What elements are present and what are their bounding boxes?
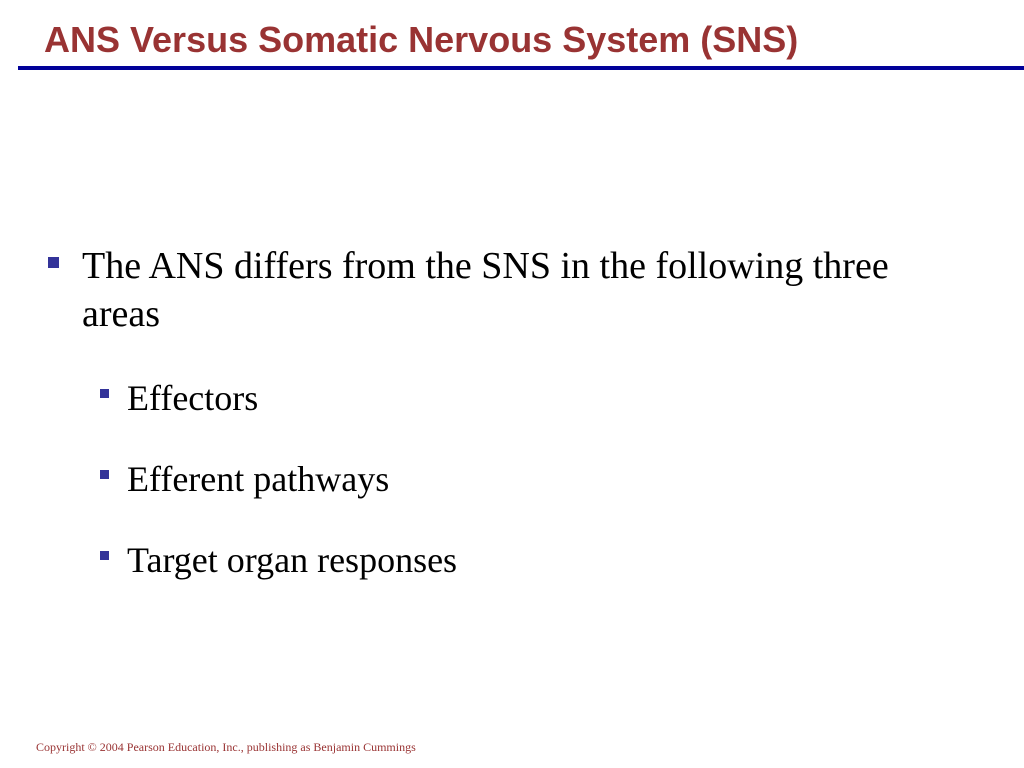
sub-bullet-text: Efferent pathways <box>127 459 390 499</box>
sub-bullet-text: Target organ responses <box>127 540 458 580</box>
square-bullet-icon <box>48 257 59 268</box>
square-bullet-icon <box>100 470 109 479</box>
sub-bullet-item: Target organ responses <box>100 538 458 582</box>
copyright-footer: Copyright © 2004 Pearson Education, Inc.… <box>36 740 416 754</box>
square-bullet-icon <box>100 389 109 398</box>
title-underline-rule <box>18 66 1024 70</box>
bullet-item: The ANS differs from the SNS in the foll… <box>48 242 942 338</box>
square-bullet-icon <box>100 551 109 560</box>
sub-bullet-item: Effectors <box>100 376 259 420</box>
sub-bullet-item: Efferent pathways <box>100 457 390 501</box>
sub-bullet-text: Effectors <box>127 378 259 418</box>
slide-title: ANS Versus Somatic Nervous System (SNS) <box>44 19 799 60</box>
bullet-text: The ANS differs from the SNS in the foll… <box>82 245 889 335</box>
